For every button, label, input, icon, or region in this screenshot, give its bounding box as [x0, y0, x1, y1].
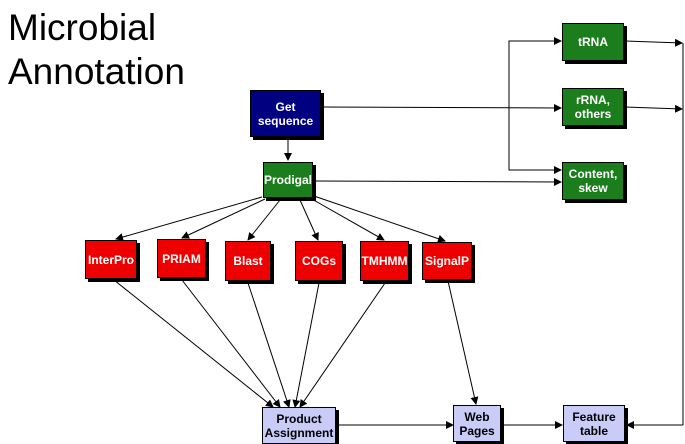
edge-prodigal-content-skew — [313, 177, 562, 186]
title-line-2: Annotation — [8, 51, 185, 92]
edge-prodigal-blast — [247, 199, 281, 241]
edge-prodigal-tmhmm — [309, 197, 385, 241]
edge-trna-right-bus — [624, 38, 683, 47]
node-product-assignment: Product Assignment — [262, 407, 336, 444]
edge-tmhmm-product-assignment — [299, 282, 386, 408]
node-get-sequence: Get sequence — [250, 90, 321, 137]
node-blast: Blast — [225, 241, 271, 281]
edge-prodigal-priam — [181, 198, 266, 239]
node-interpro: InterPro — [85, 240, 137, 279]
edge-blast-product-assignment — [247, 282, 291, 408]
node-signalp: SignalP — [422, 242, 472, 280]
edge-branch-content-skew — [508, 108, 562, 174]
node-prodigal: Prodigal — [263, 162, 313, 198]
node-feature-table: Feature table — [563, 405, 625, 442]
node-web-pages: Web Pages — [453, 405, 501, 442]
edge-rrna-right-bus — [624, 104, 683, 113]
node-cogs: COGs — [295, 241, 343, 281]
edge-get-sequence-rrna — [321, 103, 562, 112]
title-line-1: Microbial — [8, 7, 157, 48]
node-trna: tRNA — [562, 23, 624, 61]
edge-prodigal-interpro — [115, 196, 263, 241]
edge-interpro-product-assignment — [113, 279, 274, 408]
edge-cogs-product-assignment — [292, 282, 320, 408]
node-priam: PRIAM — [157, 239, 206, 278]
diagram-title: Microbial Annotation — [8, 6, 185, 94]
edge-branch-trna — [508, 37, 562, 108]
edge-prodigal-cogs — [299, 199, 319, 241]
edge-prodigal-signalp — [313, 195, 446, 243]
edge-priam-product-assignment — [181, 279, 281, 408]
node-tmhmm: TMHMM — [360, 241, 409, 281]
node-content-skew: Content, skew — [562, 162, 624, 200]
edge-signalp-web-pages — [447, 280, 479, 405]
node-rrna: rRNA, others — [562, 88, 624, 126]
